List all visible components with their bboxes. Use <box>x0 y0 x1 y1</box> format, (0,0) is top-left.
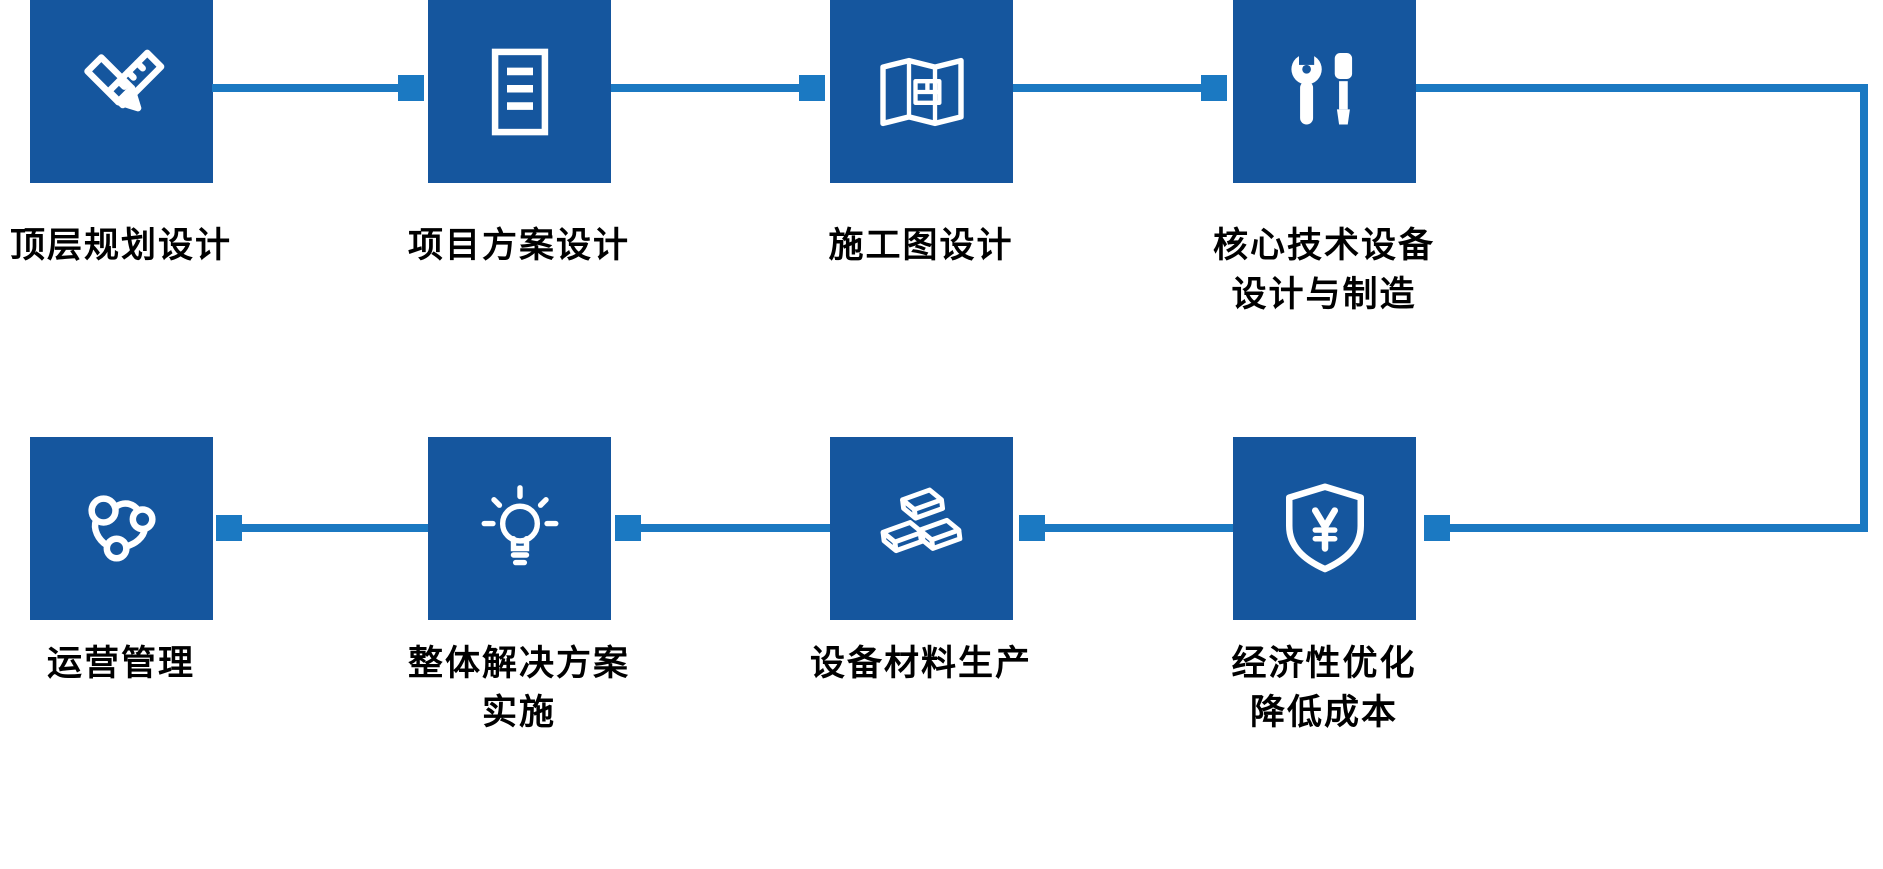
connector-step2-step3 <box>611 84 805 92</box>
label-line-1: 整体解决方案 <box>407 644 630 684</box>
connector-arrow-step8 <box>216 515 242 541</box>
label-line-2: 设计与制造 <box>1231 275 1417 315</box>
wrench-screwdriver-icon <box>1290 50 1352 124</box>
lightbulb-icon <box>481 484 558 565</box>
blueprint-icon <box>879 57 964 126</box>
label-line-1: 设备材料生产 <box>809 644 1032 684</box>
connector-step5-step6 <box>1045 524 1233 532</box>
connector-arrow-step4 <box>1201 75 1227 101</box>
connector-step6-step7 <box>641 524 830 532</box>
step-box-construction-drawing-design <box>830 0 1013 183</box>
network-nodes-icon <box>87 494 156 561</box>
step-box-economic-optimization <box>1233 437 1416 620</box>
document-icon <box>491 48 548 135</box>
connector-right-vertical <box>1860 84 1868 532</box>
step-label-economic-optimization: 经济性优化 降低成本 <box>1104 640 1544 738</box>
connector-step7-step8 <box>242 524 428 532</box>
shield-yen-icon <box>1285 483 1364 572</box>
label-line-2: 降低成本 <box>1249 693 1398 733</box>
connector-step3-step4 <box>1013 84 1207 92</box>
connector-step1-step2 <box>212 84 404 92</box>
step-box-equipment-material-production <box>830 437 1013 620</box>
label-line-1: 顶层规划设计 <box>9 226 232 266</box>
step-label-core-equipment-design-manufacture: 核心技术设备 设计与制造 <box>1104 222 1544 320</box>
label-line-1: 项目方案设计 <box>407 226 630 266</box>
connector-right-to-step5 <box>1450 524 1868 532</box>
step-label-overall-solution-implementation: 整体解决方案 实施 <box>299 640 739 738</box>
label-line-1: 核心技术设备 <box>1212 226 1435 266</box>
label-line-1: 运营管理 <box>46 644 195 684</box>
label-line-1: 施工图设计 <box>828 226 1014 266</box>
connector-arrow-step6 <box>1019 515 1045 541</box>
step-box-core-equipment-design-manufacture <box>1233 0 1416 183</box>
step-label-top-level-planning: 顶层规划设计 <box>0 222 341 271</box>
connector-arrow-step3 <box>799 75 825 101</box>
connector-arrow-step7 <box>615 515 641 541</box>
step-label-operation-management: 运营管理 <box>0 640 341 689</box>
step-box-operation-management <box>30 437 213 620</box>
label-line-2: 实施 <box>481 693 556 733</box>
step-label-equipment-material-production: 设备材料生产 <box>701 640 1141 689</box>
connector-arrow-step5 <box>1424 515 1450 541</box>
label-line-1: 经济性优化 <box>1231 644 1417 684</box>
step-box-top-level-planning <box>30 0 213 183</box>
step-label-construction-drawing-design: 施工图设计 <box>701 222 1141 271</box>
step-label-project-scheme-design: 项目方案设计 <box>299 222 739 271</box>
connector-arrow-step2 <box>398 75 424 101</box>
pencil-ruler-icon <box>83 49 164 111</box>
step-box-overall-solution-implementation <box>428 437 611 620</box>
connector-step4-right-horizontal <box>1416 84 1868 92</box>
step-box-project-scheme-design <box>428 0 611 183</box>
gold-bars-icon <box>870 477 974 581</box>
